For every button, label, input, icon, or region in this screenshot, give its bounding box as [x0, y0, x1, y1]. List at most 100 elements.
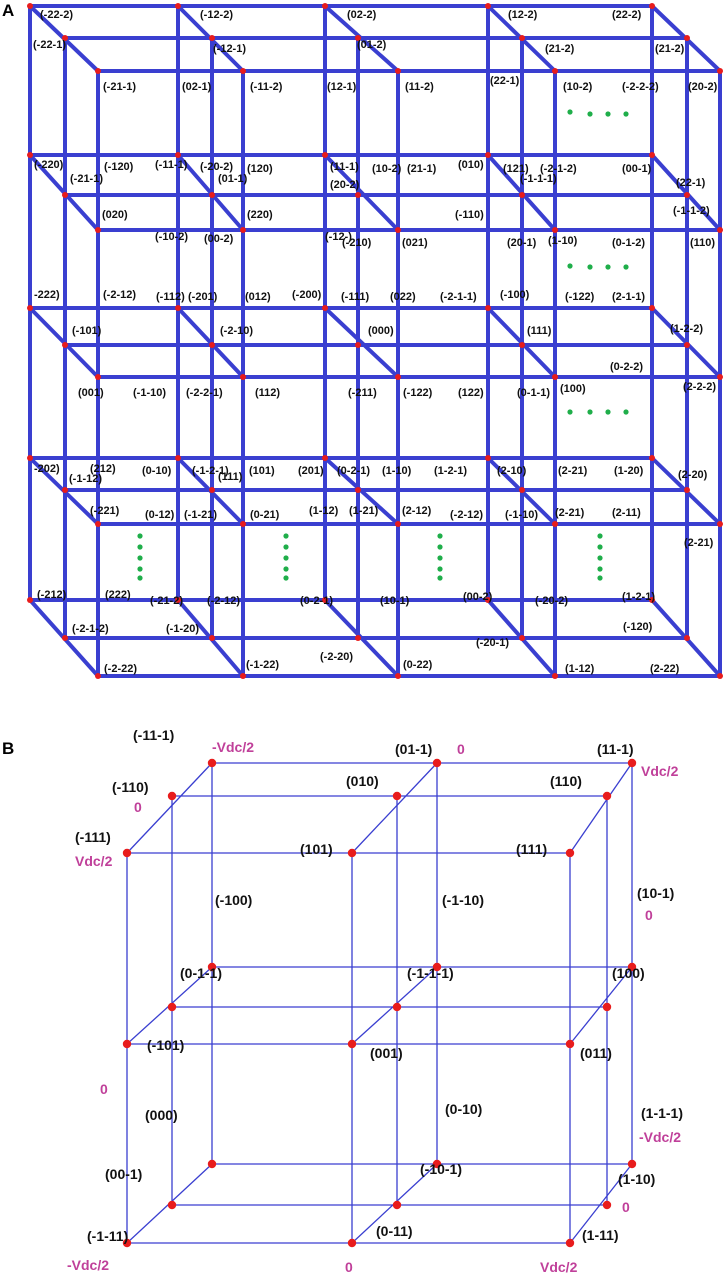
- lattice-edge: [323, 306, 400, 379]
- vector-label: (22-1): [676, 177, 706, 189]
- lattice-node: [355, 35, 361, 41]
- lattice-node: [392, 791, 402, 801]
- vector-label: (-21-1): [70, 173, 103, 185]
- vector-label: (-1-1-2): [673, 205, 710, 217]
- lattice-node: [432, 962, 442, 972]
- vector-label: (20-1): [507, 237, 537, 249]
- vector-label: (01-2): [357, 39, 387, 51]
- vector-label: (0-2-1): [300, 595, 333, 607]
- lattice-edge: [323, 153, 400, 232]
- voltage-label: 0: [457, 741, 465, 757]
- vector-label: (022): [390, 291, 416, 303]
- lattice-node: [717, 227, 723, 233]
- lattice-node: [322, 597, 328, 603]
- lattice-node: [240, 673, 246, 679]
- lattice-node: [485, 152, 491, 158]
- voltage-label: Vdc/2: [540, 1259, 578, 1275]
- continuation-dot: [283, 575, 289, 581]
- vector-label: (-11-1): [133, 727, 174, 743]
- lattice-node: [519, 35, 525, 41]
- vector-label: (0-10): [142, 465, 172, 477]
- vector-label: (21-1): [407, 163, 437, 175]
- vector-label: (011): [580, 1045, 612, 1061]
- lattice-a: [27, 3, 723, 679]
- vector-label: (-1-10): [505, 509, 538, 521]
- vector-label: (11-2): [405, 81, 434, 93]
- vector-label: (-110): [455, 209, 484, 221]
- vector-label: (0-21): [250, 509, 280, 521]
- continuation-dot: [587, 264, 593, 270]
- vector-label: (0-22): [403, 659, 433, 671]
- vector-label: (00-2): [463, 591, 493, 603]
- vector-label: (-120): [623, 621, 653, 633]
- lattice-node: [355, 635, 361, 641]
- vector-label: (00-2): [204, 233, 234, 245]
- vector-label: (1-12): [309, 505, 339, 517]
- lattice-node: [209, 35, 215, 41]
- lattice-node: [62, 342, 68, 348]
- vector-label: (-220): [34, 159, 64, 171]
- voltage-label: Vdc/2: [641, 763, 679, 779]
- vector-label: (2-20): [678, 469, 708, 481]
- lattice-node: [322, 455, 328, 461]
- lattice-node: [684, 635, 690, 641]
- vector-label: (00-1): [622, 163, 652, 175]
- vector-label: (020): [102, 209, 128, 221]
- vector-label: (201): [298, 465, 324, 477]
- lattice-node: [122, 1238, 132, 1248]
- vector-label: (-21-2): [150, 595, 183, 607]
- panel-b-letter: B: [2, 739, 14, 758]
- voltage-label: -Vdc/2: [67, 1257, 109, 1273]
- continuation-dot: [605, 111, 611, 117]
- vector-label: (121): [503, 163, 529, 175]
- lattice-node: [167, 791, 177, 801]
- lattice-node: [240, 227, 246, 233]
- lattice-node: [485, 455, 491, 461]
- lattice-node: [175, 3, 181, 9]
- lattice-node: [565, 1238, 575, 1248]
- vector-label: (1-10): [382, 465, 412, 477]
- lattice-node: [432, 758, 442, 768]
- vector-label: (001): [78, 387, 104, 399]
- continuation-dot: [597, 555, 603, 561]
- vector-label: (001): [370, 1045, 403, 1061]
- vector-label: (-1-1-1): [520, 173, 557, 185]
- lattice-node: [565, 848, 575, 858]
- vector-label: (-122): [403, 387, 433, 399]
- vector-label: (-120): [104, 161, 134, 173]
- lattice-node: [552, 227, 558, 233]
- lattice-node: [122, 1039, 132, 1049]
- vector-label: (-1-12): [69, 473, 102, 485]
- vector-label: (-221): [90, 505, 120, 517]
- lattice-node: [552, 521, 558, 527]
- lattice-node: [392, 1002, 402, 1012]
- vector-label: (20-2): [688, 81, 718, 93]
- vector-label: (-1-2-1): [192, 465, 229, 477]
- lattice-node: [322, 152, 328, 158]
- lattice-node: [240, 374, 246, 380]
- vector-label: (0-12): [145, 509, 175, 521]
- lattice-node: [355, 342, 361, 348]
- continuation-dot: [587, 409, 593, 415]
- voltage-label: -Vdc/2: [212, 739, 254, 755]
- lattice-node: [95, 374, 101, 380]
- lattice-node: [62, 35, 68, 41]
- vector-label: (-122): [565, 291, 595, 303]
- lattice-edge: [323, 456, 400, 526]
- lattice-node: [347, 1238, 357, 1248]
- lattice-node: [322, 305, 328, 311]
- vector-label: (2-2-2): [683, 381, 716, 393]
- vector-label: (0-1-1): [180, 965, 222, 981]
- vector-label: (1-12): [565, 663, 595, 675]
- vector-label: (010): [346, 773, 379, 789]
- continuation-dot: [437, 555, 443, 561]
- continuation-dot: [587, 111, 593, 117]
- lattice-node: [95, 227, 101, 233]
- lattice-node: [209, 192, 215, 198]
- continuation-dot: [137, 555, 143, 561]
- lattice-edge: [323, 4, 400, 73]
- vector-label: (-1-10): [442, 892, 484, 908]
- vector-label: (000): [368, 325, 394, 337]
- lattice-edge: [569, 1163, 633, 1244]
